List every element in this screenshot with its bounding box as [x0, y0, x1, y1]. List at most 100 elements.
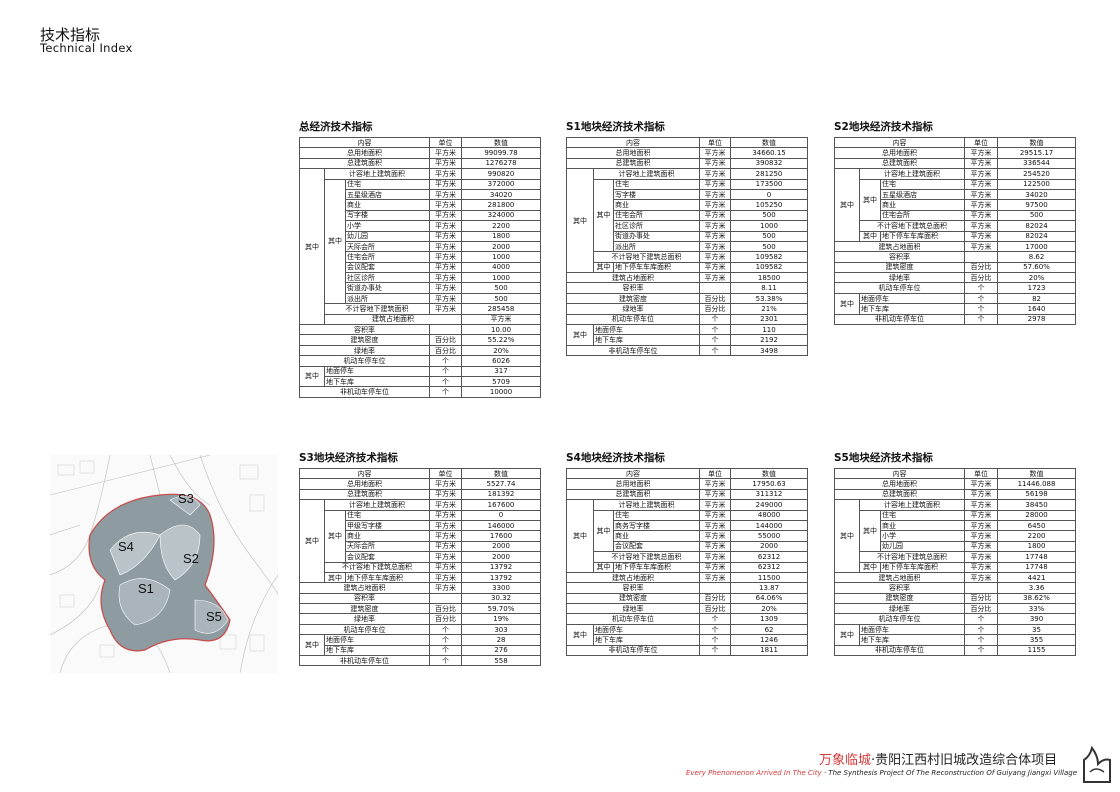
row-value: 82024: [997, 230, 1077, 242]
footer-project-title-en: Every Phenomenon Arrived In The City · T…: [686, 769, 1077, 777]
row-unit: 平方米: [699, 199, 732, 211]
project-site: [88, 493, 231, 652]
row-value: 317: [461, 365, 542, 378]
row-label: 商业: [612, 530, 701, 542]
row-label: 地面停车: [858, 623, 966, 636]
row-unit: 平方米: [964, 540, 999, 553]
row-unit: 平方米: [964, 240, 999, 253]
row-unit: 平方米: [429, 519, 463, 532]
row-value: 33%: [997, 603, 1077, 615]
row-value: 254520: [997, 168, 1077, 180]
row-label: 总用地面积: [833, 147, 966, 159]
row-value: 19%: [461, 613, 542, 625]
row-value: 57.60%: [997, 261, 1077, 274]
row-label: 地下车库: [858, 634, 966, 646]
group-label: 其中: [566, 623, 594, 646]
row-unit: 百分比: [699, 303, 732, 315]
row-label: 地下车库: [592, 634, 701, 646]
row-unit: 平方米: [429, 147, 463, 159]
row-unit: 平方米: [699, 551, 732, 563]
table-title-s1: S1地块经济技术指标: [566, 121, 665, 133]
row-value: 2000: [461, 540, 542, 553]
row-label: 建筑密度: [565, 592, 701, 605]
row-value: 500: [730, 240, 809, 253]
row-label: 不计容地下建筑总面积: [592, 551, 701, 563]
row-value: 1155: [997, 644, 1077, 657]
row-label: 地下车库: [592, 334, 701, 346]
table-header-row: 内容单位数值: [565, 136, 809, 149]
group-label: 其中: [566, 324, 594, 346]
row-label: 计容地上建筑面积: [323, 168, 431, 180]
building-footprint: [118, 578, 171, 626]
row-label: 总建筑面积: [565, 157, 701, 170]
row-label: 总建筑面积: [298, 157, 431, 170]
row-value: 0: [461, 509, 542, 521]
row-label: 不计容地下建筑总面积: [858, 220, 966, 232]
header-cell: 数值: [730, 467, 809, 480]
row-value: 35: [997, 623, 1077, 636]
header-cell: 数值: [461, 467, 542, 480]
row-unit: 平方米: [429, 478, 463, 490]
row-unit: [964, 251, 999, 263]
row-label: 商业: [344, 199, 431, 211]
row-unit: 平方米: [699, 188, 732, 201]
row-unit: 平方米: [699, 488, 732, 501]
row-label: 幼儿园: [344, 230, 431, 242]
row-value: 1811: [730, 644, 809, 657]
row-unit: 平方米: [964, 209, 999, 222]
row-value: 500: [730, 209, 809, 222]
row-unit: 个: [964, 623, 999, 636]
row-unit: 平方米: [429, 292, 463, 305]
row-unit: 个: [699, 613, 732, 625]
row-unit: 个: [429, 355, 463, 367]
row-label: 地下停车车库面积: [344, 571, 431, 584]
row-value: 28: [461, 634, 542, 646]
row-unit: 百分比: [964, 592, 999, 605]
row-value: 11500: [730, 571, 809, 584]
row-value: 2000: [461, 240, 542, 253]
row-label: 机动车停车位: [833, 613, 966, 625]
row-value: 109582: [730, 261, 809, 274]
row-value: 311312: [730, 488, 809, 501]
row-value: 17748: [997, 551, 1077, 563]
row-unit: 平方米: [964, 188, 999, 201]
row-label: 商务写字楼: [612, 519, 701, 532]
row-unit: 平方米: [964, 478, 999, 490]
row-unit: 平方米: [429, 509, 463, 521]
row-label: 地面停车: [592, 324, 701, 336]
row-label: 天际会所: [344, 240, 431, 253]
row-value: 167600: [461, 499, 542, 511]
row-unit: 平方米: [429, 168, 463, 180]
row-unit: 平方米: [699, 178, 732, 190]
footer-brand-cn: 万象临城: [819, 753, 872, 768]
row-value: 2000: [730, 540, 809, 553]
row-label: 总建筑面积: [833, 157, 966, 170]
row-value: 105250: [730, 199, 809, 211]
row-label: 建筑占地面积: [833, 240, 966, 253]
header-cell: 数值: [997, 467, 1077, 480]
row-value: 59.70%: [461, 603, 542, 615]
row-unit: 百分比: [699, 603, 732, 615]
row-label: 非机动车停车位: [298, 386, 431, 398]
row-label: 商业: [879, 519, 966, 532]
row-unit: 平方米: [964, 530, 999, 542]
